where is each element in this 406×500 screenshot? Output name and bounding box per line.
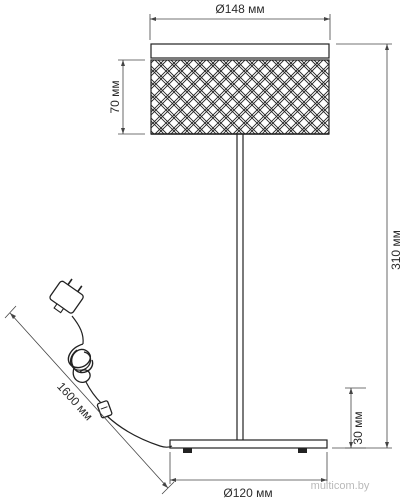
lattice-strand	[337, 60, 406, 134]
lattice-strand	[248, 60, 324, 134]
lamp-base	[169, 439, 328, 453]
lattice-strand	[219, 60, 295, 134]
lattice-strand	[232, 60, 308, 134]
lattice-strand	[151, 120, 165, 134]
lattice-strand	[154, 60, 230, 134]
top-diameter-label: Ø148 мм	[215, 2, 264, 16]
lattice-strand	[313, 60, 329, 76]
inline-switch	[96, 400, 113, 419]
base-diameter-label: Ø120 мм	[223, 486, 272, 500]
lattice-strand	[196, 60, 272, 134]
shade-height-label: 70 мм	[108, 80, 122, 113]
total-height-dimension: 310 мм	[332, 43, 403, 449]
lattice-strand	[340, 60, 406, 134]
shade-height-dimension: 70 мм	[108, 59, 145, 135]
power-adapter	[49, 278, 84, 314]
lattice-strand	[170, 60, 246, 134]
lattice-strand	[209, 60, 285, 134]
lattice-strand	[340, 60, 406, 134]
lattice-strand	[151, 60, 165, 74]
lattice-strand	[222, 60, 298, 134]
lattice-strand	[151, 60, 204, 113]
power-cord	[49, 278, 173, 448]
lattice-strand	[151, 60, 178, 87]
lattice-strand	[261, 66, 329, 134]
base-foot-right	[298, 448, 307, 453]
lattice-strand	[235, 60, 311, 134]
shade-lattice-pattern	[64, 60, 406, 134]
lattice-strand	[310, 115, 329, 134]
lattice-strand	[193, 60, 269, 134]
watermark: multicom.by	[311, 480, 370, 492]
lattice-strand	[167, 60, 243, 134]
lattice-strand	[151, 60, 181, 90]
lattice-strand	[151, 60, 191, 100]
total-height-label: 310 мм	[389, 230, 403, 270]
lattice-strand	[313, 118, 329, 134]
lattice-strand	[300, 105, 329, 134]
lattice-strand	[180, 60, 256, 134]
lamp-stem	[236, 134, 244, 440]
base-foot-left	[183, 448, 192, 453]
cord-length-dimension: 1600 мм	[4, 305, 175, 495]
lattice-strand	[67, 60, 141, 134]
lamp-shade	[64, 43, 406, 135]
base-height-dimension: 30 мм	[345, 387, 366, 449]
lattice-strand	[245, 60, 321, 134]
base-height-label: 30 мм	[351, 411, 365, 444]
base-diameter-dimension: Ø120 мм	[169, 452, 328, 500]
lattice-strand	[287, 92, 329, 134]
lattice-strand	[64, 60, 138, 134]
lattice-strand	[151, 107, 178, 134]
lattice-strand	[151, 60, 217, 126]
lattice-strand	[151, 60, 220, 129]
lattice-strand	[337, 60, 406, 134]
top-diameter-dimension: Ø148 мм	[149, 2, 331, 40]
lattice-strand	[297, 102, 329, 134]
lattice-strand	[183, 60, 259, 134]
lattice-strand	[151, 60, 207, 116]
lattice-strand	[284, 89, 329, 134]
lattice-strand	[157, 60, 233, 134]
lattice-strand	[300, 60, 329, 89]
lattice-strand	[206, 60, 282, 134]
lattice-strand	[326, 131, 329, 134]
lattice-strand	[271, 76, 329, 134]
lattice-strand	[274, 79, 329, 134]
lattice-strand	[258, 63, 329, 134]
lattice-strand	[326, 60, 329, 63]
cord-coil	[67, 343, 94, 383]
lattice-strand	[151, 60, 168, 77]
lattice-strand	[151, 60, 194, 103]
